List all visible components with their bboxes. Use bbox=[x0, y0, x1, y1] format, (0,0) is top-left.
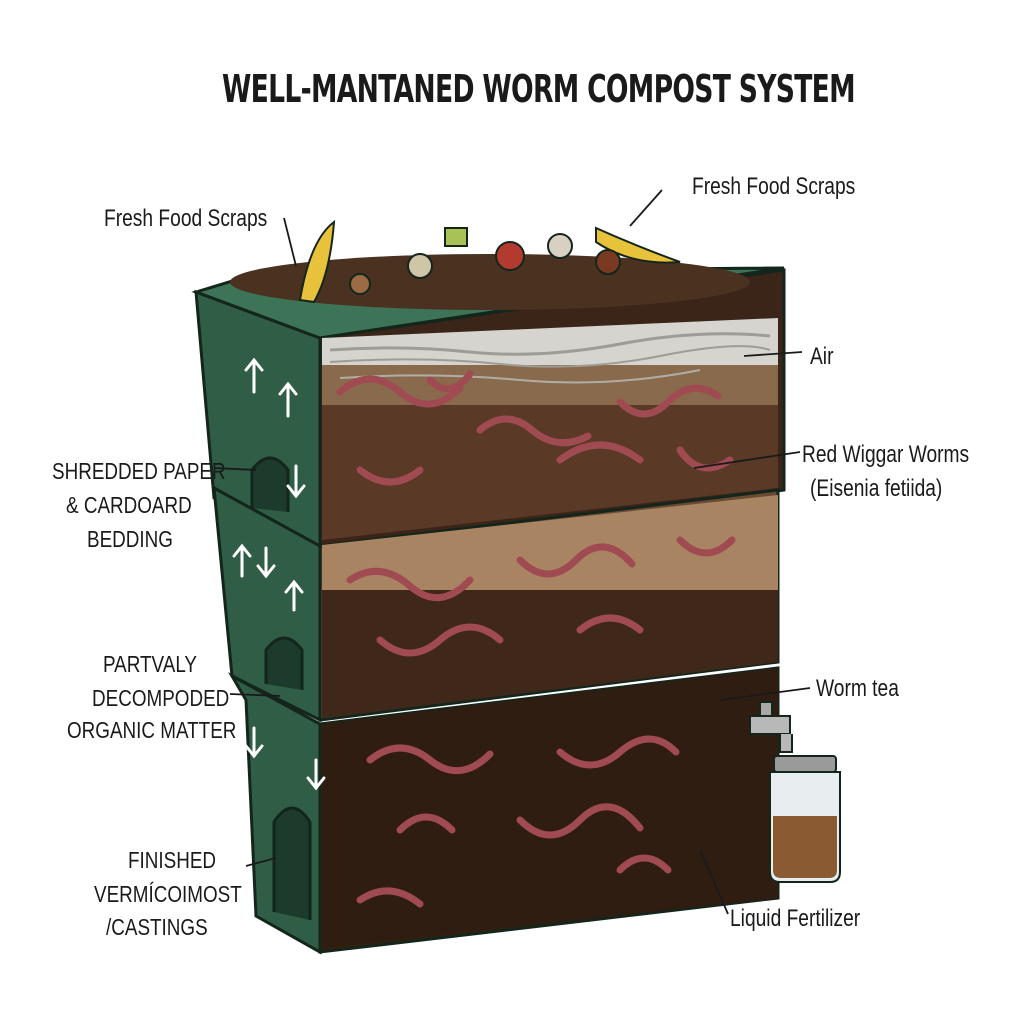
label-partial-line1: PARTVALY bbox=[103, 651, 197, 677]
page-title: WELL-MANTANED WORM COMPOST SYSTEM bbox=[222, 67, 856, 111]
arrow-down-icon bbox=[244, 726, 264, 759]
label-worms-line2: (Eisenia fetiida) bbox=[810, 475, 943, 502]
airflow-arrows bbox=[232, 357, 326, 791]
label-finished-line2: VERMÍCOIMOST bbox=[94, 881, 242, 907]
label-liquid-fertilizer: Liquid Fertilizer bbox=[730, 905, 861, 932]
label-finished-line3: /CASTINGS bbox=[106, 914, 208, 940]
label-partial-line2: DECOMPODED bbox=[92, 685, 230, 711]
castings-layer bbox=[322, 668, 778, 948]
leader-lines bbox=[213, 189, 811, 915]
arrow-up-icon bbox=[232, 543, 252, 578]
spigot-icon bbox=[749, 701, 793, 753]
label-food-scraps-left: Fresh Food Scraps bbox=[104, 205, 268, 232]
banana-icon bbox=[298, 219, 336, 304]
arrow-down-icon bbox=[256, 546, 276, 579]
label-worms-line1: Red Wiggar Worms bbox=[802, 441, 970, 468]
label-finished-line1: FINISHED bbox=[128, 847, 217, 873]
arrow-down-icon bbox=[306, 758, 326, 791]
arrow-up-icon bbox=[244, 357, 264, 394]
arrow-down-icon bbox=[286, 464, 306, 499]
label-bedding-line1: SHREDDED PAPER bbox=[52, 458, 226, 484]
label-bedding-line2: & CARDOARD bbox=[66, 492, 192, 518]
arrow-up-icon bbox=[284, 579, 304, 612]
label-worm-tea: Worm tea bbox=[816, 675, 899, 702]
arrow-up-icon bbox=[278, 381, 298, 418]
label-partial-line3: ORGANIC MATTER bbox=[67, 717, 237, 743]
food-scraps bbox=[230, 219, 750, 310]
worm-icon bbox=[336, 370, 736, 908]
label-bedding-line3: BEDDING bbox=[87, 526, 173, 552]
jar-icon bbox=[769, 755, 841, 883]
label-food-scraps-right: Fresh Food Scraps bbox=[692, 173, 856, 200]
label-air: Air bbox=[810, 343, 834, 370]
